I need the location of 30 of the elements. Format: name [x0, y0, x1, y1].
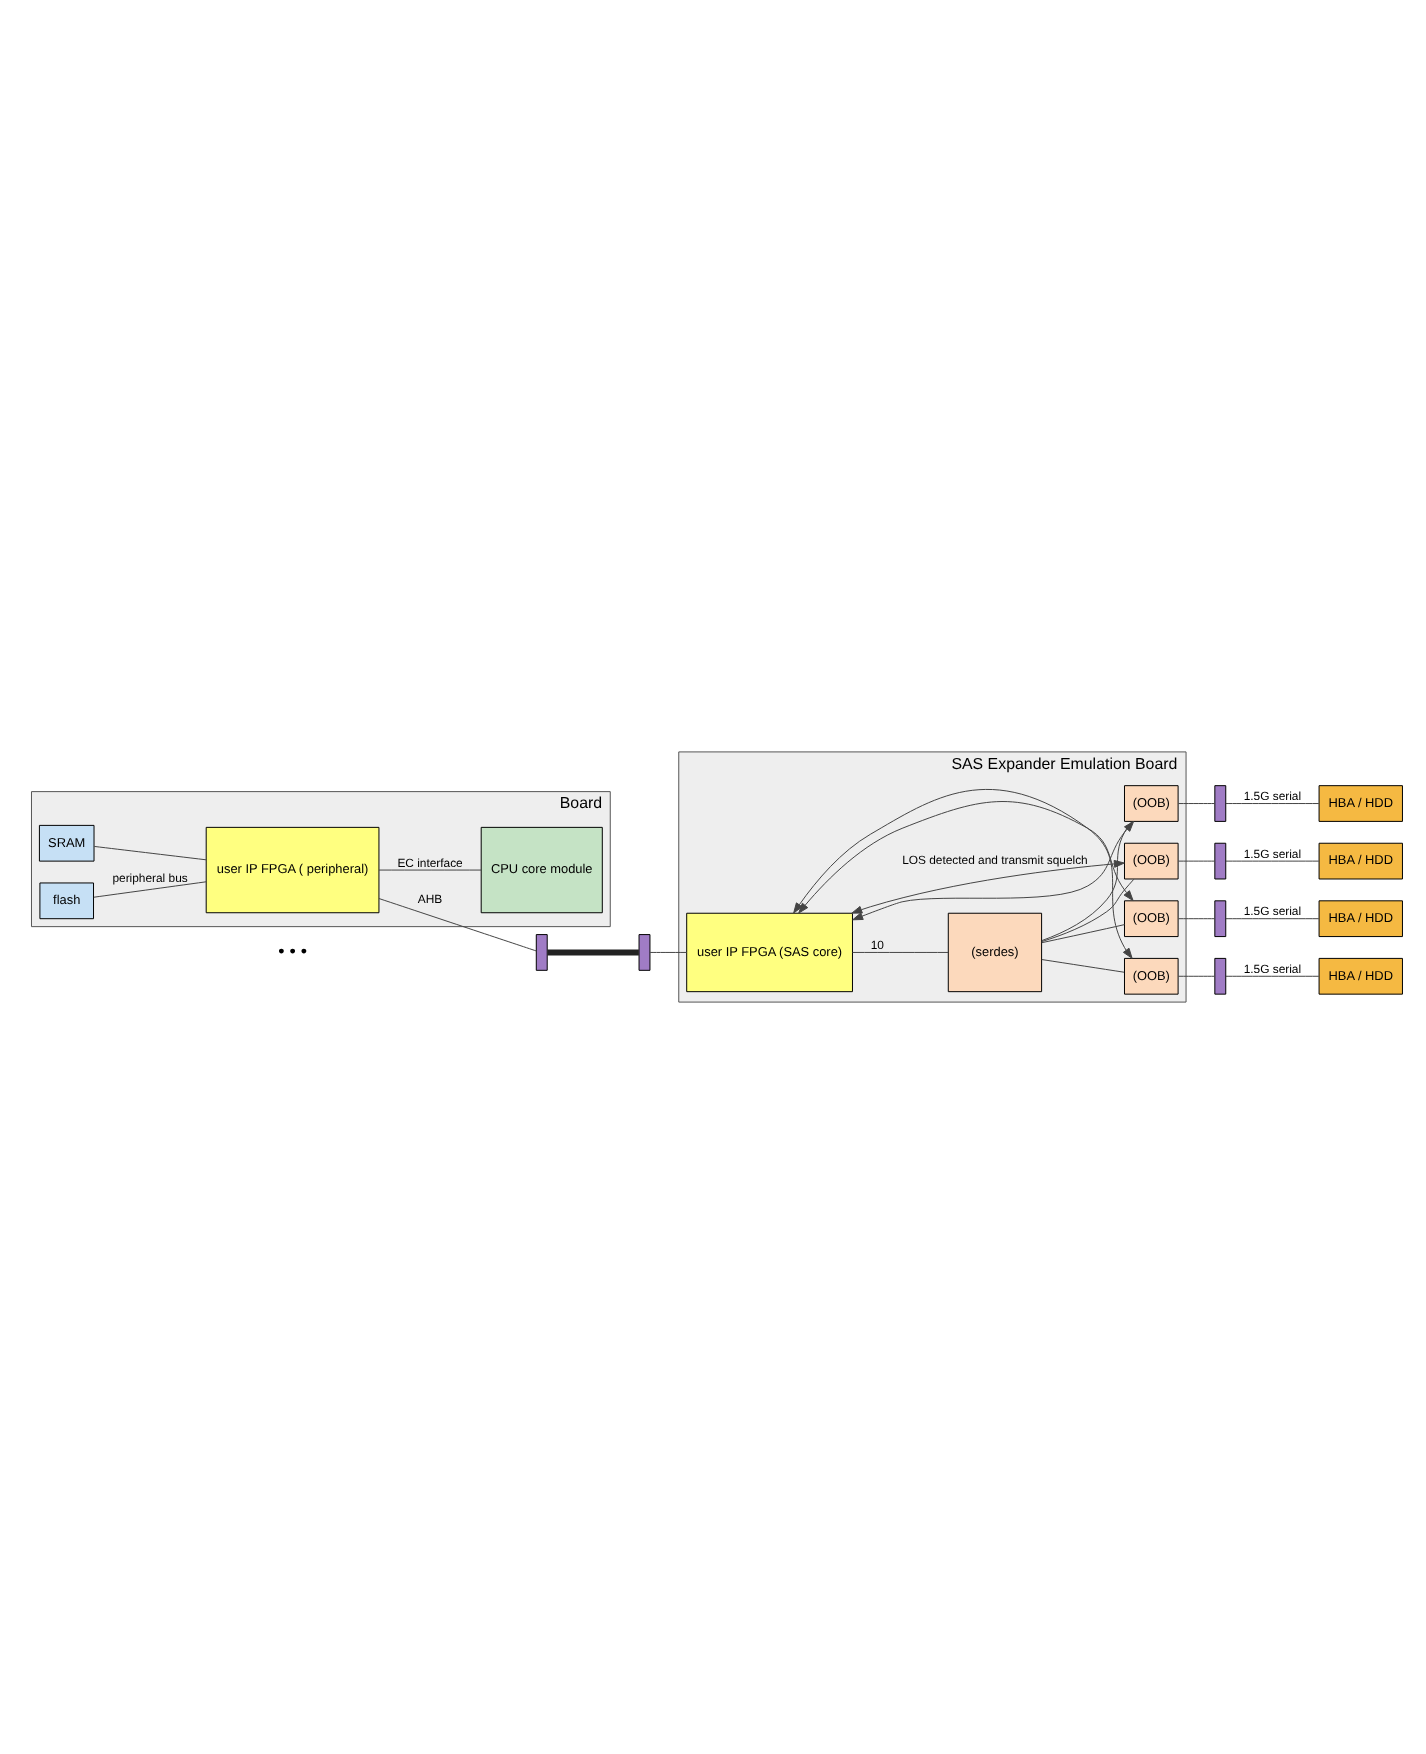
- connector: [1225, 975, 1320, 977]
- node-bar: [1214, 842, 1227, 880]
- node-bar: [1214, 957, 1227, 995]
- connector: [1177, 803, 1216, 805]
- connector: [852, 951, 949, 953]
- connector: [1041, 924, 1125, 944]
- connector: [547, 949, 639, 956]
- connector: [93, 845, 207, 861]
- connector: [1225, 860, 1320, 862]
- node-bar: [1214, 900, 1227, 938]
- label: • • •: [278, 940, 307, 961]
- connector: [1041, 820, 1133, 942]
- connector: [1041, 959, 1125, 973]
- node-bar: [638, 934, 651, 971]
- connector: [1225, 803, 1320, 805]
- connector: [93, 881, 207, 898]
- connector: [1041, 878, 1135, 943]
- arrow: [798, 801, 1134, 914]
- connector: [378, 898, 537, 952]
- arrow: [852, 821, 1135, 921]
- arrow: [793, 789, 1133, 959]
- node-bar: [1214, 785, 1227, 822]
- connector: [1177, 860, 1216, 862]
- arrow: [851, 859, 1125, 914]
- node-bar: [535, 934, 548, 971]
- connector: [649, 951, 688, 953]
- connector: [1177, 975, 1216, 977]
- connector: [378, 869, 482, 871]
- connector: [1177, 918, 1216, 920]
- connector: [1225, 918, 1320, 920]
